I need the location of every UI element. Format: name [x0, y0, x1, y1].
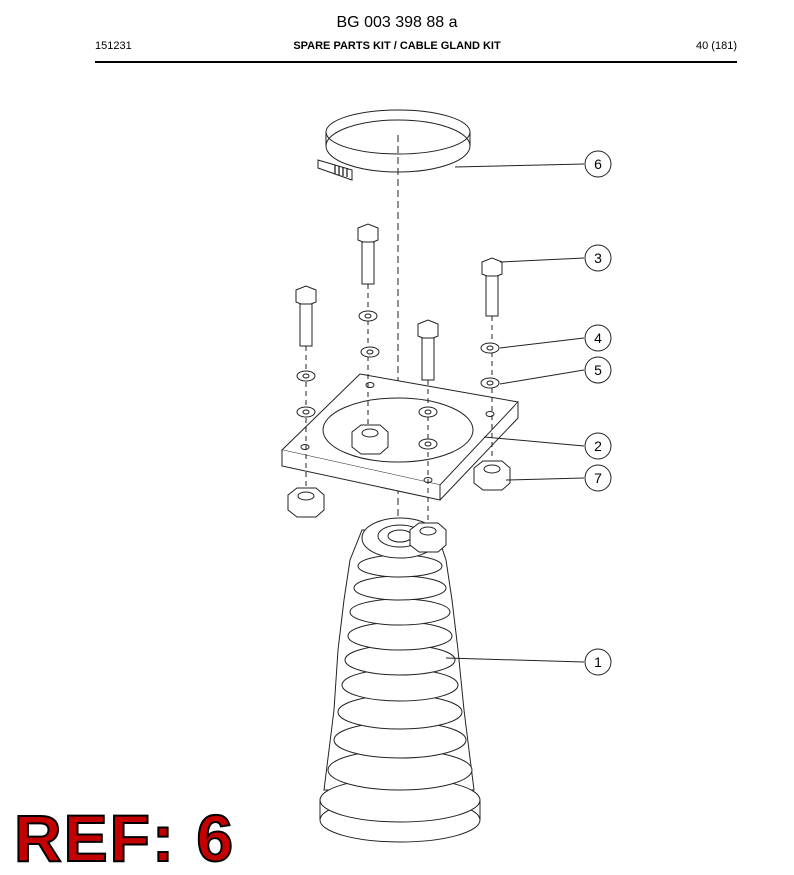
svg-text:7: 7 — [594, 470, 602, 486]
svg-text:4: 4 — [594, 330, 602, 346]
svg-text:5: 5 — [594, 362, 602, 378]
callout-7: 7 — [584, 464, 612, 492]
svg-text:2: 2 — [594, 438, 602, 454]
doc-title: SPARE PARTS KIT / CABLE GLAND KIT — [293, 40, 501, 52]
callout-1: 1 — [584, 648, 612, 676]
bolt-group-left — [287, 285, 325, 518]
cable-gland-boot — [319, 517, 481, 843]
callout-3: 3 — [584, 244, 612, 272]
bolt-group-right — [473, 257, 511, 491]
callout-4: 4 — [584, 324, 612, 352]
callout-5: 5 — [584, 356, 612, 384]
doc-number: BG 003 398 88 a — [336, 14, 458, 31]
callout-6: 6 — [584, 150, 612, 178]
header-rule — [95, 61, 737, 63]
doc-code: 151231 — [95, 40, 132, 52]
page-number: 40 (181) — [696, 40, 737, 52]
svg-text:3: 3 — [594, 250, 602, 266]
svg-text:6: 6 — [594, 156, 602, 172]
bolt-group-center-left — [351, 223, 389, 455]
hose-clamp — [317, 109, 471, 181]
ref-label: REF: 6 — [13, 801, 236, 875]
callout-2: 2 — [584, 432, 612, 460]
bolt-group-center-right — [409, 319, 447, 553]
svg-text:1: 1 — [594, 654, 602, 670]
